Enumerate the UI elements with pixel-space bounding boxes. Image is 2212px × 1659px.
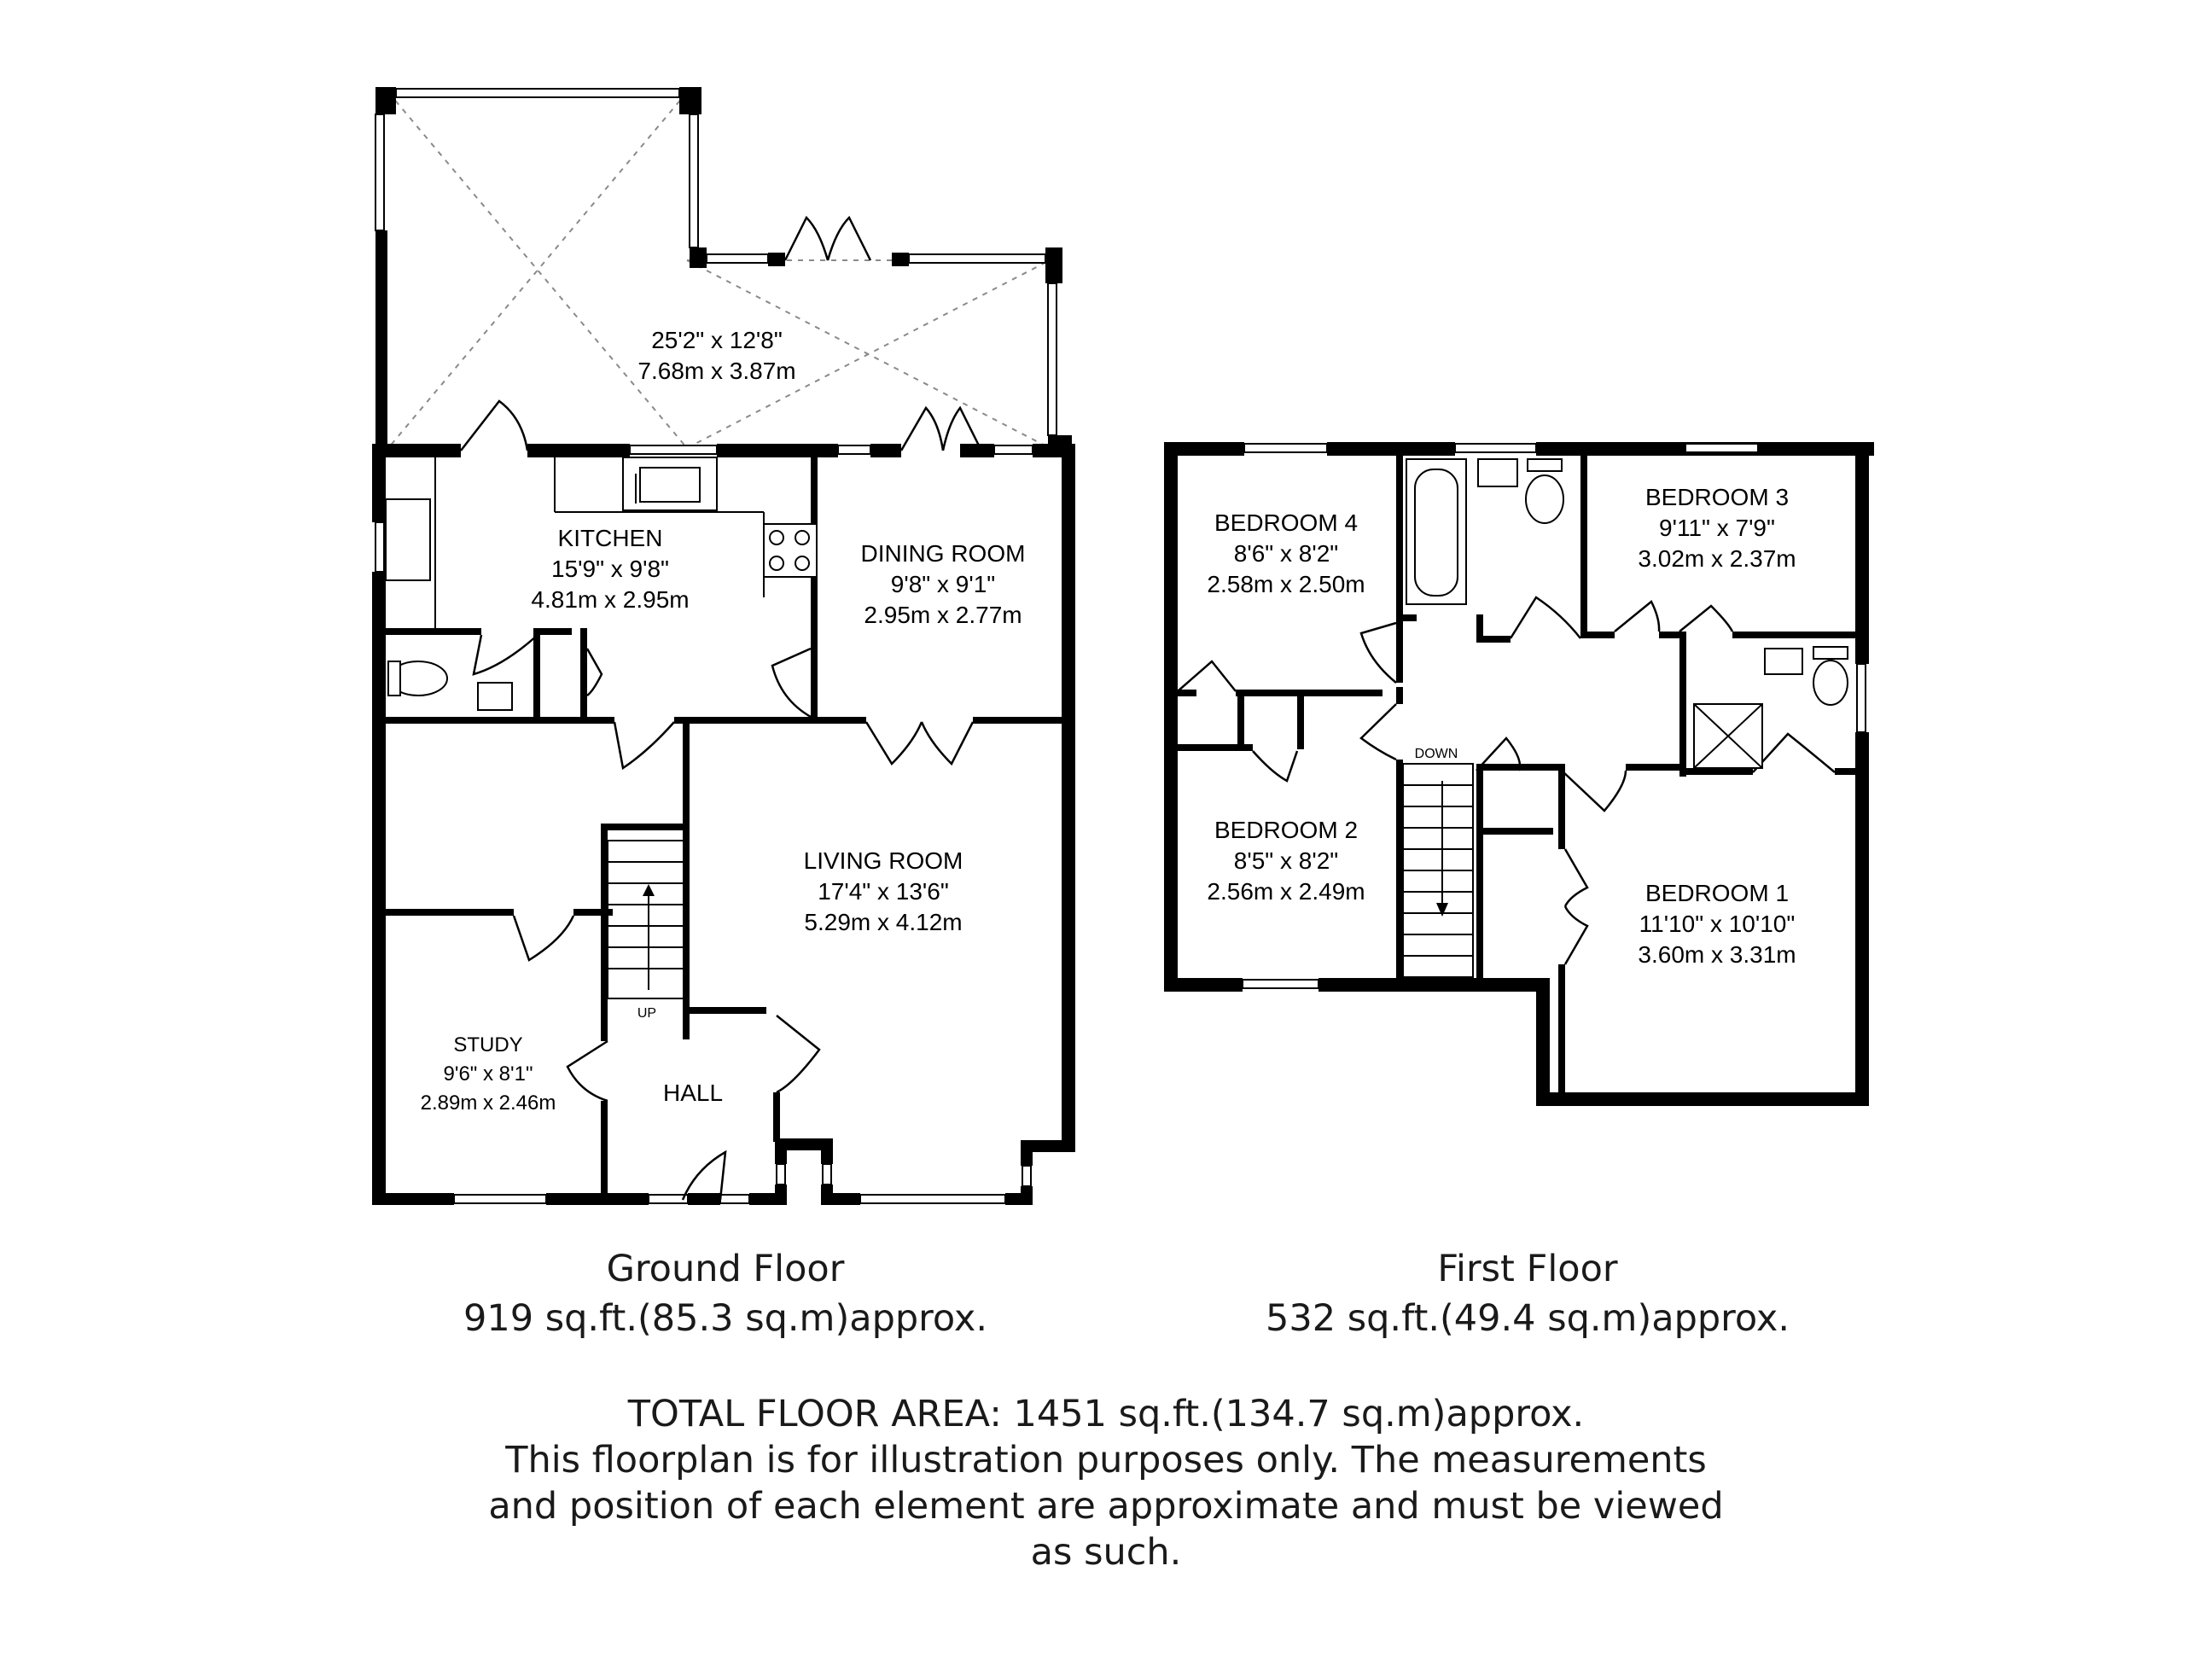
bedroom-3-name: BEDROOM 3 [1645, 484, 1789, 510]
study-dim-imperial: 9'6" x 8'1" [444, 1062, 533, 1086]
first-floor-title: First Floor [1437, 1248, 1618, 1290]
stairs-up-label: UP [637, 1006, 656, 1021]
bedroom-2-name: BEDROOM 2 [1214, 817, 1358, 843]
kitchen-dim-metric: 4.81m x 2.95m [531, 586, 689, 613]
living-room-name: LIVING ROOM [804, 847, 963, 874]
dining-room-name: DINING ROOM [861, 540, 1026, 567]
ground-floor-windows [375, 88, 1057, 1204]
kitchen-name: KITCHEN [558, 525, 663, 551]
study-dim-metric: 2.89m x 2.46m [421, 1091, 556, 1115]
first-floor-labels: BEDROOM 4 8'6" x 8'2" 2.58m x 2.50m BEDR… [1207, 484, 1796, 968]
first-floor-windows [1242, 443, 1866, 989]
first-floor-area: 532 sq.ft.(49.4 sq.m)approx. [1265, 1297, 1790, 1340]
disclaimer-line-3: as such. [1030, 1531, 1182, 1574]
kitchen-fixtures [385, 457, 818, 628]
ground-floor-title: Ground Floor [606, 1248, 845, 1290]
bedroom-4-dim-metric: 2.58m x 2.50m [1207, 571, 1365, 597]
study-name: STUDY [453, 1033, 522, 1057]
footer-notes: TOTAL FLOOR AREA: 1451 sq.ft.(134.7 sq.m… [338, 1391, 1874, 1575]
first-floor-walls [1164, 442, 1874, 1106]
bedroom-4-name: BEDROOM 4 [1214, 509, 1358, 536]
ground-floor-walls [372, 87, 1075, 1205]
first-floor-stairs: DOWN [1402, 747, 1474, 978]
conservatory-dim-metric: 7.68m x 3.87m [637, 358, 795, 384]
hall-name: HALL [663, 1080, 723, 1106]
first-floor-caption: First Floor 532 sq.ft.(49.4 sq.m)approx. [1212, 1246, 1843, 1342]
total-floor-area: TOTAL FLOOR AREA: 1451 sq.ft.(134.7 sq.m… [627, 1393, 1585, 1435]
dining-room-dim-imperial: 9'8" x 9'1" [891, 571, 995, 597]
ground-floor-caption: Ground Floor 919 sq.ft.(85.3 sq.m)approx… [410, 1246, 1041, 1342]
bedroom-1-dim-metric: 3.60m x 3.31m [1638, 941, 1796, 968]
bedroom-3-dim-metric: 3.02m x 2.37m [1638, 545, 1796, 572]
living-room-dim-metric: 5.29m x 4.12m [804, 909, 962, 935]
bedroom-4-dim-imperial: 8'6" x 8'2" [1234, 540, 1338, 567]
bedroom-2-dim-metric: 2.56m x 2.49m [1207, 878, 1365, 905]
ground-floor-area: 919 sq.ft.(85.3 sq.m)approx. [463, 1297, 987, 1340]
wc-fixtures [387, 661, 513, 711]
ground-floor-plan: UP 25'2" x 12'8" 7.68m x 3.87m KITCHEN 1… [372, 87, 1075, 1205]
kitchen-dim-imperial: 15'9" x 9'8" [551, 556, 669, 582]
ground-floor-stairs: UP [607, 840, 685, 1021]
bedroom-3-dim-imperial: 9'11" x 7'9" [1659, 515, 1775, 541]
conservatory-dim-imperial: 25'2" x 12'8" [651, 327, 783, 353]
disclaimer-line-2: and position of each element are approxi… [488, 1485, 1724, 1528]
ground-floor-labels: 25'2" x 12'8" 7.68m x 3.87m KITCHEN 15'9… [421, 327, 1026, 1115]
conservatory-roof-lines [387, 91, 1051, 449]
disclaimer-line-1: This floorplan is for illustration purpo… [505, 1439, 1707, 1481]
first-floor-fixtures [1406, 458, 1848, 769]
stairs-down-label: DOWN [1415, 747, 1458, 761]
dining-room-dim-metric: 2.95m x 2.77m [864, 602, 1022, 628]
living-room-dim-imperial: 17'4" x 13'6" [818, 878, 949, 905]
ground-floor-doors [460, 215, 983, 1201]
bedroom-1-dim-imperial: 11'10" x 10'10" [1639, 911, 1796, 937]
first-floor-doors [1177, 596, 1836, 965]
first-floor-plan: DOWN BEDROOM 4 8'6" x 8'2" 2.58m x 2.50m… [1164, 442, 1874, 1106]
bedroom-1-name: BEDROOM 1 [1645, 880, 1789, 906]
bedroom-2-dim-imperial: 8'5" x 8'2" [1234, 847, 1338, 874]
